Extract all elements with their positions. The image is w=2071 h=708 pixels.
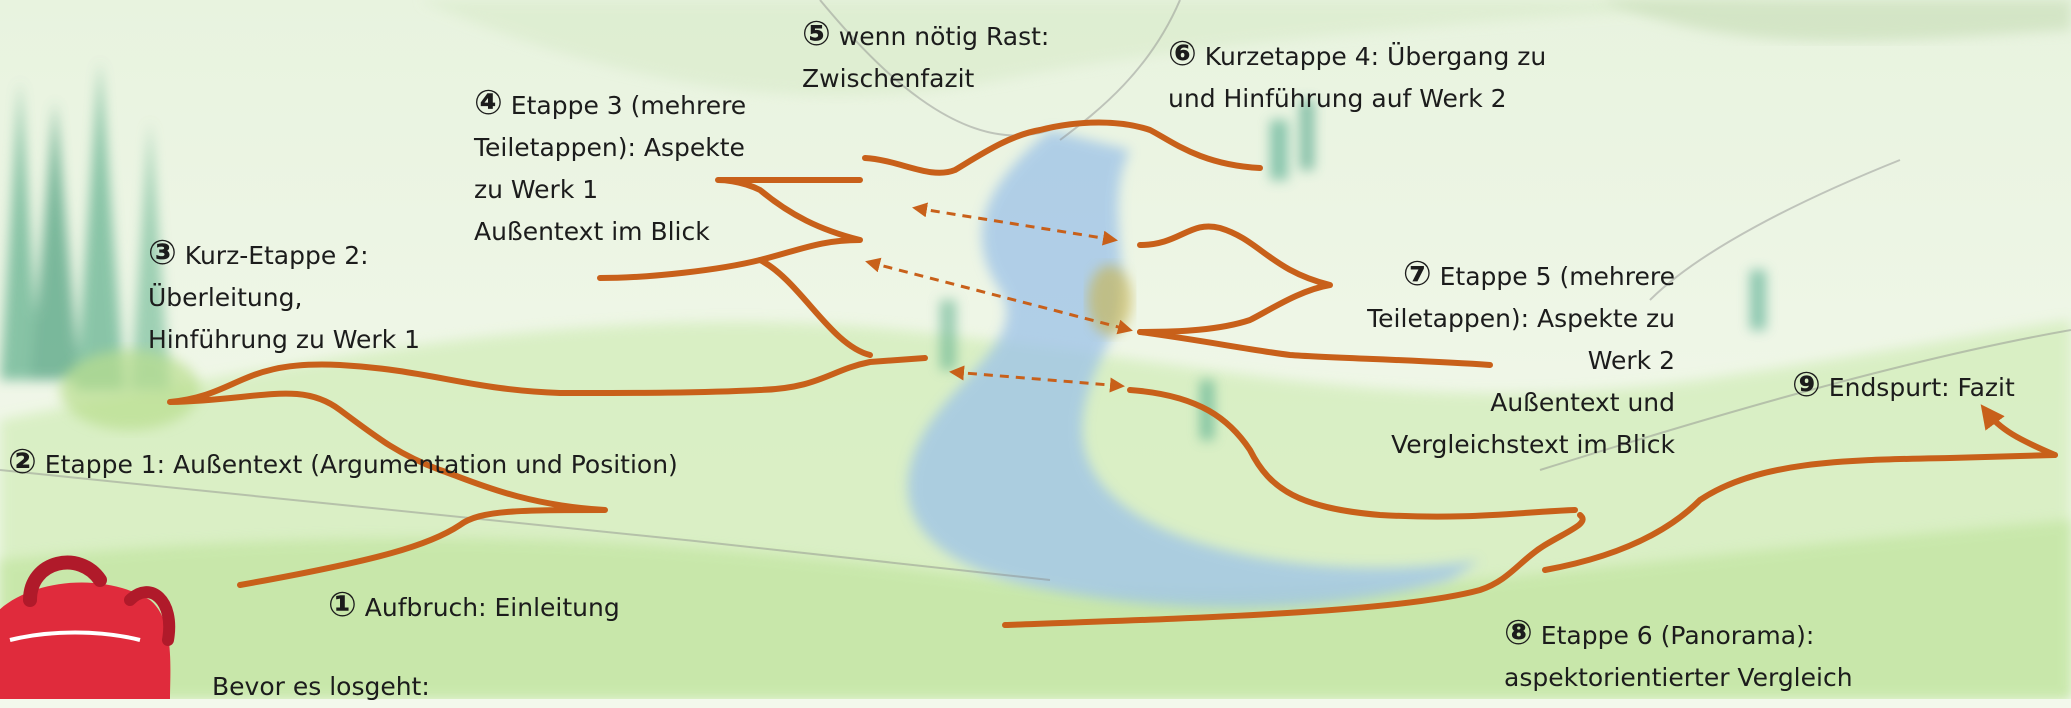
step-number-7: ⑦ — [1403, 254, 1432, 294]
step-number-5: ⑤ — [802, 14, 831, 54]
step-number-3: ③ — [148, 233, 177, 273]
step-number-2: ② — [8, 442, 37, 482]
step-number-1: ① — [328, 585, 357, 625]
step-number-9: ⑨ — [1792, 365, 1821, 405]
step-number-8: ⑧ — [1504, 613, 1533, 653]
step-number-4: ④ — [474, 83, 503, 123]
label-intro: Bevor es losgeht: — [212, 666, 430, 708]
step-number-6: ⑥ — [1168, 34, 1197, 74]
